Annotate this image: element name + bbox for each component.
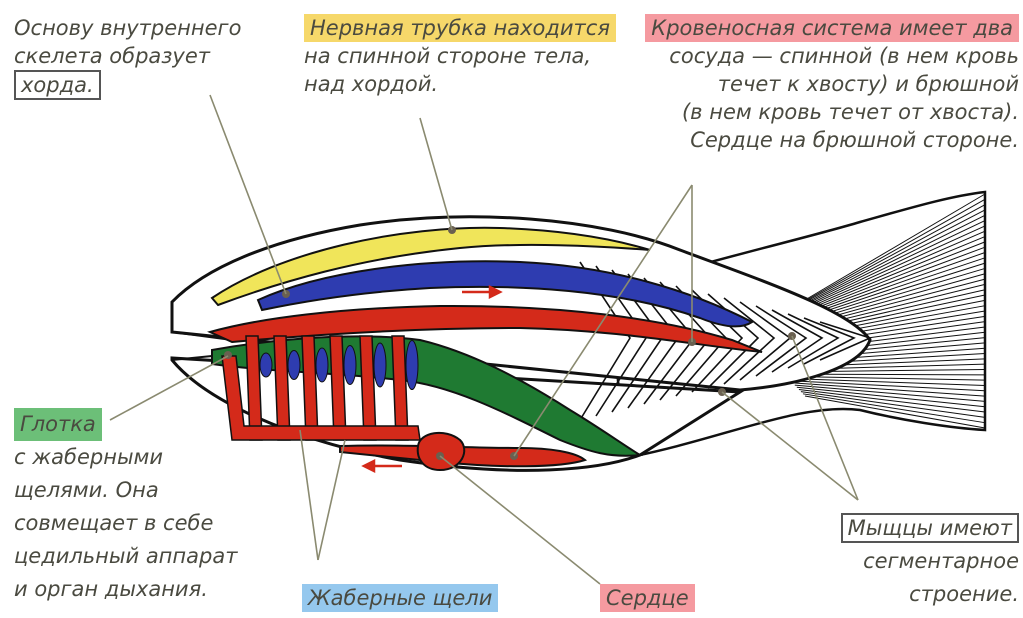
- label-blood-line-4: (в нем кровь течет от хвоста).: [645, 98, 1019, 126]
- label-blood-line-3: течет к хвосту) и брюшной: [645, 70, 1019, 98]
- label-pharynx-title: Глотка: [14, 408, 102, 441]
- label-pharynx-line-3: щелями. Она: [14, 474, 237, 507]
- label-chord-line-3: хорда.: [14, 70, 101, 100]
- label-muscles-line-2: сегментарное: [841, 545, 1019, 578]
- gill-slit: [288, 351, 300, 380]
- heart: [418, 433, 465, 470]
- label-blood-system: Кровеносная система имеет два сосуда — с…: [645, 14, 1019, 154]
- label-chord-line-2: скелета образует: [14, 42, 241, 70]
- label-pharynx-line-2: с жаберными: [14, 441, 237, 474]
- label-gill-slits: Жаберные щели: [302, 584, 498, 612]
- gill-slit: [374, 343, 386, 387]
- label-blood-line-2: сосуда — спинной (в нем кровь: [645, 42, 1019, 70]
- label-pharynx-line-5: цедильный аппарат: [14, 540, 237, 573]
- label-nerve-tube: Нервная трубка находится на спинной стор…: [304, 14, 616, 98]
- label-muscles: Мыщцы имеют сегментарное строение.: [841, 512, 1019, 611]
- gill-slit: [344, 346, 356, 385]
- label-pharynx: Глотка с жаберными щелями. Она совмещает…: [14, 408, 237, 606]
- label-muscles-title: Мыщцы имеют: [841, 513, 1019, 543]
- label-muscles-line-3: строение.: [841, 578, 1019, 611]
- label-nerve-tube-line-2: на спинной стороне тела,: [304, 42, 616, 70]
- label-heart-text: Сердце: [600, 584, 695, 612]
- label-blood-title: Кровеносная система имеет два: [645, 14, 1019, 42]
- label-blood-line-5: Сердце на брюшной стороне.: [645, 126, 1019, 154]
- gill-slit: [260, 353, 272, 377]
- label-nerve-tube-title: Нервная трубка находится: [304, 14, 616, 42]
- label-heart: Сердце: [600, 584, 695, 612]
- label-chord: Основу внутреннего скелета образует хорд…: [14, 14, 241, 100]
- label-chord-line-1: Основу внутреннего: [14, 14, 241, 42]
- label-nerve-tube-line-3: над хордой.: [304, 70, 616, 98]
- label-pharynx-line-6: и орган дыхания.: [14, 573, 237, 606]
- label-gill-slits-text: Жаберные щели: [302, 584, 498, 612]
- label-pharynx-line-4: совмещает в себе: [14, 507, 237, 540]
- gill-slit: [316, 348, 328, 382]
- gill-slit: [406, 341, 418, 390]
